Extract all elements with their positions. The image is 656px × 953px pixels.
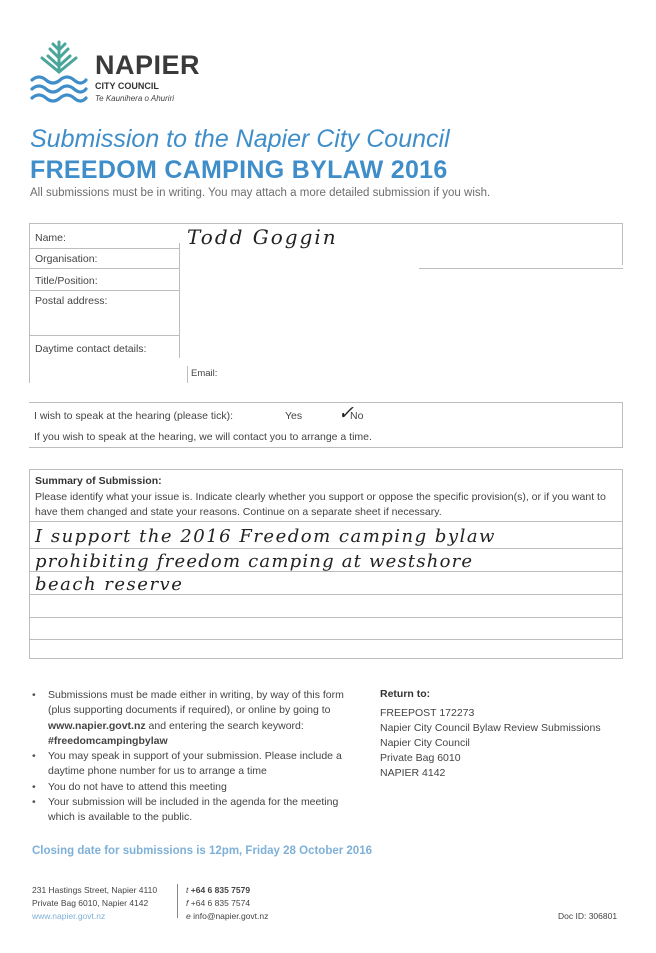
logo-name: NAPIER [95, 50, 201, 80]
info-bullet-4: Your submission will be included in the … [30, 795, 360, 826]
return-line-2: Napier City Council Bylaw Review Submiss… [380, 722, 601, 734]
phone-number: +64 6 835 7579 [190, 885, 251, 895]
title-position-label: Title/Position: [35, 275, 98, 287]
page-title: Submission to the Napier City Council [30, 125, 450, 153]
footer-address-2: Private Bag 6010, Napier 4142 [32, 898, 149, 908]
fax-prefix: f [186, 898, 189, 908]
footer-phone: t +64 6 835 7579 [186, 885, 250, 895]
return-line-4: Private Bag 6010 [380, 752, 461, 764]
doc-id: Doc ID: 306801 [558, 911, 618, 921]
return-to-heading: Return to: [380, 688, 431, 700]
council-logo [28, 36, 90, 108]
name-field[interactable]: Todd Goggin [187, 225, 338, 249]
footer-divider [177, 884, 178, 918]
summary-instructions: Please identify what your issue is. Indi… [35, 491, 606, 518]
hearing-note: If you wish to speak at the hearing, we … [34, 431, 372, 443]
return-line-3: Napier City Council [380, 737, 470, 749]
summary-handwriting-line-1: I support the 2016 Freedom camping bylaw [35, 526, 496, 547]
bullet1-text: Submissions must be made either in writi… [48, 689, 344, 717]
phone-prefix: t [186, 885, 189, 895]
page-subtitle: FREEDOM CAMPING BYLAW 2016 [30, 156, 448, 184]
postal-address-label: Postal address: [35, 295, 108, 307]
email-prefix: e [186, 911, 191, 921]
return-line-1: FREEPOST 172273 [380, 707, 475, 719]
info-bullet-3: You do not have to attend this meeting [30, 780, 360, 796]
info-bullet-list: Submissions must be made either in writi… [30, 688, 360, 826]
fax-number: +64 6 835 7574 [190, 898, 251, 908]
email-label: Email: [191, 368, 218, 379]
summary-heading: Summary of Submission: [35, 475, 162, 487]
summary-handwriting-line-2: prohibiting freedom camping at westshore [35, 551, 474, 572]
return-line-5: NAPIER 4142 [380, 767, 446, 779]
footer-address-1: 231 Hastings Street, Napier 4110 [32, 885, 158, 895]
hearing-question: I wish to speak at the hearing (please t… [34, 410, 234, 422]
footer-website[interactable]: www.napier.govt.nz [32, 911, 106, 921]
summary-handwriting-line-3: beach reserve [35, 574, 184, 595]
hearing-tick-mark: ✓ [338, 402, 354, 424]
summary-box: Summary of Submission: Please identify w… [29, 469, 623, 659]
name-label: Name: [35, 232, 66, 244]
hearing-box: I wish to speak at the hearing (please t… [29, 402, 623, 448]
info-bullet-1: Submissions must be made either in writi… [30, 688, 360, 749]
logo-subtitle: CITY COUNCIL [95, 81, 159, 91]
intro-text: All submissions must be in writing. You … [30, 187, 491, 199]
fern-wave-icon [30, 40, 88, 103]
bullet1-text-mid: and entering the search keyword: [145, 719, 304, 732]
contact-details-box: Name: Todd Goggin Organisation: Title/Po… [29, 223, 623, 383]
hearing-no-option[interactable]: No [350, 410, 364, 422]
search-keyword: #freedomcampingbylaw [48, 734, 168, 747]
logo-tagline: Te Kaunihera o Ahuriri [95, 94, 175, 103]
daytime-contact-label: Daytime contact details: [35, 343, 147, 355]
organisation-label: Organisation: [35, 253, 98, 265]
footer-fax: f +64 6 835 7574 [186, 898, 250, 908]
hearing-yes-option[interactable]: Yes [285, 410, 303, 422]
website-link[interactable]: www.napier.govt.nz [48, 719, 146, 732]
footer-email: e info@napier.govt.nz [186, 911, 268, 921]
email-address[interactable]: info@napier.govt.nz [193, 911, 269, 921]
closing-date: Closing date for submissions is 12pm, Fr… [32, 845, 372, 857]
info-bullet-2: You may speak in support of your submiss… [30, 749, 360, 780]
